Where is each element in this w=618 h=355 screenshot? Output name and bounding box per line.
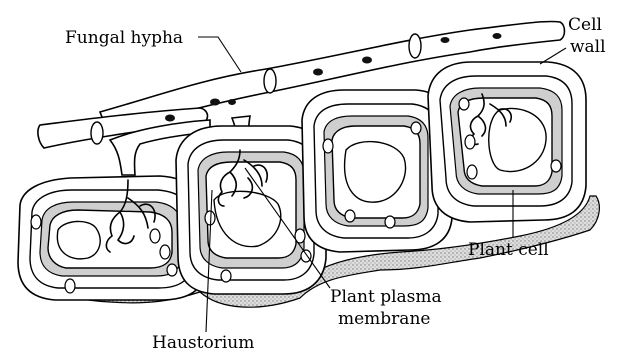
- haustorium-label: Haustorium: [152, 333, 254, 353]
- fungal-hypha-label: Fungal hypha: [65, 28, 183, 48]
- plant-plasma-membrane-label-line1: Plant plasma: [330, 287, 442, 307]
- plant-cell-4: [428, 62, 586, 222]
- plant-plasma-membrane-label-line2: membrane: [338, 309, 430, 329]
- cell-wall-label-line1: Cell: [568, 15, 602, 35]
- plant-cell-label: Plant cell: [468, 240, 549, 260]
- label-fungal-hypha: Fungal hypha: [65, 28, 241, 72]
- cell-wall-label-line2: wall: [570, 37, 606, 57]
- plant-cells: [18, 62, 599, 307]
